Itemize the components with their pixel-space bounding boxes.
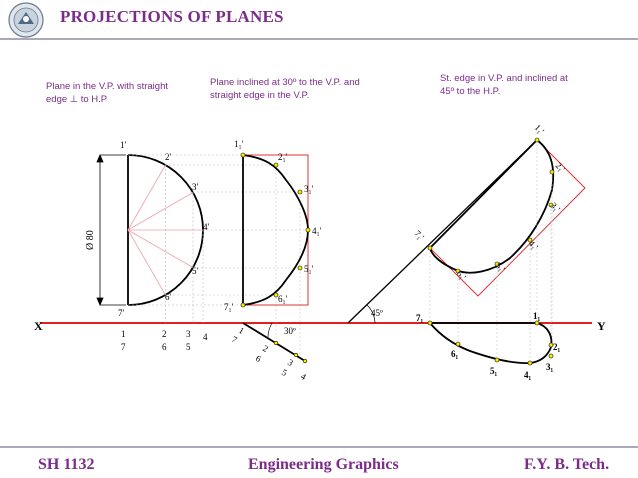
footer-course-code: SH 1132 xyxy=(38,456,95,473)
angle-30-label: 30º xyxy=(284,326,296,336)
figure-2: 1₁' 2₁' 3₁' 4₁' 5₁' 6₁' 7₁' 30º 1 7 2 6 … xyxy=(128,139,322,382)
figure-3: 45º 1₁' 2₁' 3₁' 4₁' 5₁' 6₁' 7₁' 7₁ xyxy=(347,122,586,380)
svg-text:6₁': 6₁' xyxy=(278,294,288,304)
svg-text:1': 1' xyxy=(120,140,127,150)
svg-text:3: 3 xyxy=(286,357,295,368)
svg-text:7: 7 xyxy=(121,342,126,352)
svg-text:2: 2 xyxy=(261,343,270,354)
angle-45-label: 45º xyxy=(371,308,383,318)
svg-text:2₁: 2₁ xyxy=(553,342,561,352)
svg-text:5₁': 5₁' xyxy=(304,264,314,274)
footer-class: F.Y. B. Tech. xyxy=(524,456,610,473)
svg-text:4: 4 xyxy=(299,371,308,382)
svg-text:7₁': 7₁' xyxy=(413,228,427,242)
svg-text:7: 7 xyxy=(230,334,239,345)
svg-text:2': 2' xyxy=(165,152,172,162)
svg-text:3₁: 3₁ xyxy=(546,362,554,372)
svg-text:3: 3 xyxy=(186,329,191,339)
svg-text:6: 6 xyxy=(254,353,263,364)
caption-edge-inclined-45: St. edge in V.P. and inclined at 45º to … xyxy=(440,73,568,97)
svg-text:4: 4 xyxy=(203,332,208,342)
svg-text:1₁': 1₁' xyxy=(533,122,547,136)
svg-text:1₁: 1₁ xyxy=(533,311,541,321)
page-title: PROJECTIONS OF PLANES xyxy=(60,7,284,26)
y-label: Y xyxy=(597,319,606,333)
caption-plane-inclined-30: Plane inclined at 30º to the V.P. and st… xyxy=(210,77,360,101)
svg-text:5: 5 xyxy=(186,342,191,352)
svg-text:3₁': 3₁' xyxy=(304,184,314,194)
svg-text:6₁: 6₁ xyxy=(451,349,459,359)
svg-text:5₁: 5₁ xyxy=(490,366,498,376)
svg-text:4': 4' xyxy=(203,222,210,232)
svg-text:7': 7' xyxy=(118,308,125,318)
svg-text:2₁': 2₁' xyxy=(554,160,568,174)
college-logo-icon xyxy=(8,2,44,38)
figure-1: Ø 80 1' 2' 3' 4' 5' 6' 7' 1 7 2 6 3 5 4 xyxy=(85,140,210,352)
svg-text:5': 5' xyxy=(192,266,199,276)
svg-text:1: 1 xyxy=(237,325,246,336)
svg-text:3₁': 3₁' xyxy=(549,200,563,214)
svg-text:7₁: 7₁ xyxy=(416,313,424,323)
svg-text:2: 2 xyxy=(162,329,167,339)
caption-plane-in-vp: Plane in the V.P. with straight edge ⊥ t… xyxy=(46,81,168,105)
svg-text:3': 3' xyxy=(192,182,199,192)
svg-text:7₁': 7₁' xyxy=(224,302,234,312)
diameter-label: Ø 80 xyxy=(85,230,96,250)
x-label: X xyxy=(34,319,43,333)
header-divider xyxy=(0,38,638,40)
svg-text:1: 1 xyxy=(121,329,126,339)
svg-text:4₁: 4₁ xyxy=(524,370,532,380)
header: PROJECTIONS OF PLANES xyxy=(0,0,638,40)
svg-text:2₁': 2₁' xyxy=(278,152,288,162)
svg-text:5: 5 xyxy=(280,367,289,378)
svg-text:6: 6 xyxy=(162,342,167,352)
svg-text:6': 6' xyxy=(165,292,172,302)
svg-text:1₁': 1₁' xyxy=(234,139,244,149)
footer-divider xyxy=(0,446,638,448)
svg-text:4₁': 4₁' xyxy=(312,226,322,236)
footer-subject: Engineering Graphics xyxy=(248,456,399,473)
